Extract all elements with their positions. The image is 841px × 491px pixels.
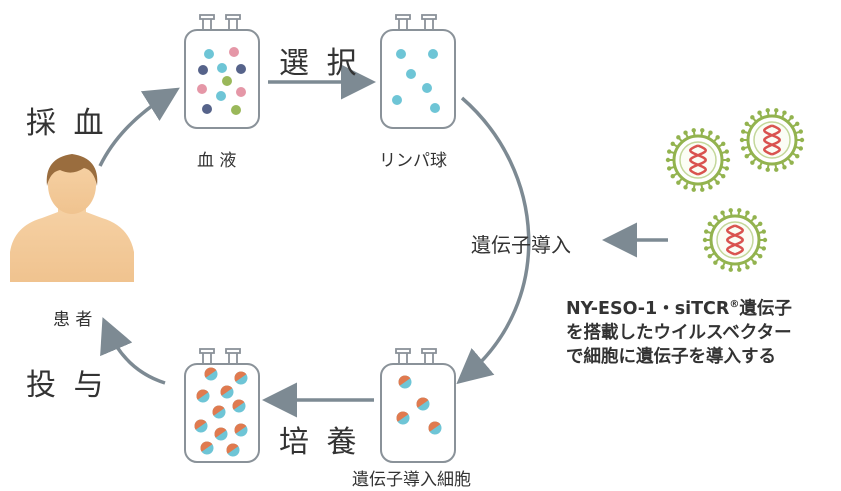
cell — [396, 49, 406, 59]
transduced-cell — [232, 399, 246, 413]
virus-icon — [665, 128, 731, 192]
caption-line-3: で細胞に遺伝子を導入する — [566, 346, 776, 367]
cell — [202, 104, 212, 114]
caption-line-1: NY-ESO-1・siTCR®遺伝子 — [566, 298, 792, 319]
label-patient: 患 者 — [53, 310, 93, 330]
cell — [229, 47, 239, 57]
label-transduced-cells: 遺伝子導入細胞 — [352, 470, 471, 490]
virus-icon — [702, 208, 768, 272]
cell — [204, 49, 214, 59]
transduced-cell-bag — [380, 348, 456, 463]
label-blood: 血 液 — [197, 151, 237, 171]
cell — [216, 91, 226, 101]
transduced-cell — [398, 375, 412, 389]
cell — [197, 84, 207, 94]
arrow-administration — [100, 317, 166, 385]
transduced-cell — [226, 443, 240, 457]
transduced-cell — [234, 423, 248, 437]
transduced-cell — [396, 411, 410, 425]
infusion-bag — [184, 348, 260, 463]
virus-icon — [739, 108, 805, 172]
transduced-cell — [212, 405, 226, 419]
cell — [198, 65, 208, 75]
arrow-gene-transfer-cycle — [456, 96, 531, 385]
cell — [231, 105, 241, 115]
step-collection: 採 血 — [26, 106, 108, 141]
lymphocyte-bag — [380, 14, 456, 129]
transduced-cell — [220, 385, 234, 399]
cell — [422, 83, 432, 93]
step-culture: 培 養 — [279, 425, 361, 460]
transduced-cell — [200, 441, 214, 455]
cell — [222, 76, 232, 86]
step-selection: 選 択 — [279, 46, 361, 81]
arrow-collection — [98, 87, 180, 167]
transduced-cell — [214, 427, 228, 441]
cell — [430, 103, 440, 113]
cell — [406, 69, 416, 79]
transduced-cell — [204, 367, 218, 381]
transduced-cell — [428, 421, 442, 435]
cell — [428, 49, 438, 59]
transduced-cell — [196, 389, 210, 403]
viral-vectors — [665, 108, 805, 272]
step-gene-transfer: 遺伝子導入 — [471, 233, 571, 257]
vector-caption: NY-ESO-1・siTCR®遺伝子 を搭載したウイルスベクター で細胞に遺伝子… — [566, 293, 792, 369]
transduced-cell — [416, 397, 430, 411]
transduced-cell — [234, 371, 248, 385]
transduced-cell — [194, 419, 208, 433]
cell — [236, 64, 246, 74]
patient-icon — [10, 154, 134, 282]
cell — [217, 63, 227, 73]
caption-line-2: を搭載したウイルスベクター — [566, 322, 792, 343]
cell — [236, 87, 246, 97]
step-administration: 投 与 — [26, 368, 108, 403]
label-lymphocytes: リンパ球 — [379, 151, 447, 171]
blood-bag — [184, 14, 260, 129]
cell — [392, 95, 402, 105]
